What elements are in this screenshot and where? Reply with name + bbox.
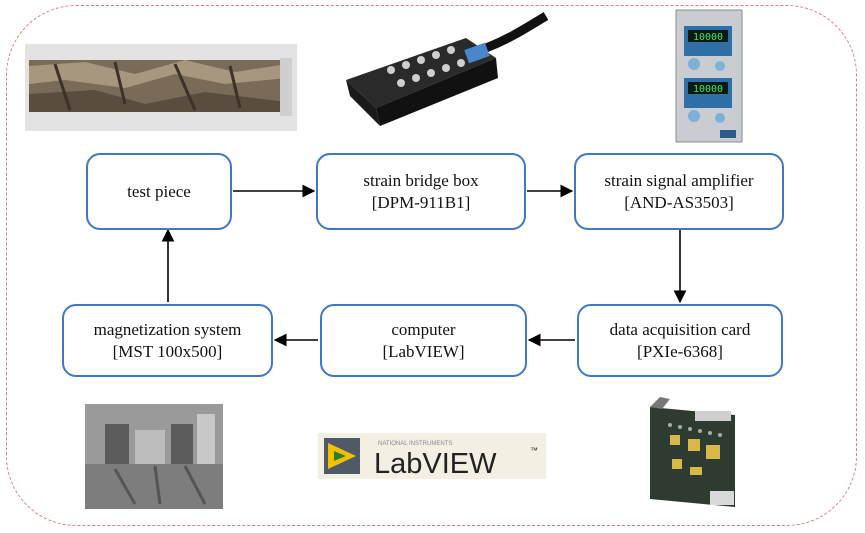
magnetization-system-node: magnetization system [MST 100x500] — [62, 304, 273, 377]
strain-signal-amplifier-node: strain signal amplifier [AND-AS3503] — [574, 153, 784, 230]
computer-node: computer [LabVIEW] — [320, 304, 527, 377]
data-acquisition-card-label: data acquisition card — [609, 319, 751, 339]
strain-bridge-box-model: [DPM-911B1] — [371, 192, 471, 212]
labview-logo-brand: LabVIEW — [374, 448, 497, 479]
amplifier-display-bottom: 10000 — [693, 84, 723, 95]
computer-label: computer — [391, 319, 456, 339]
labview-logo: NATIONAL INSTRUMENTS LabVIEW ™ — [318, 433, 546, 479]
magnetization-system-label: magnetization system — [93, 319, 242, 339]
strain-bridge-box-label: strain bridge box — [363, 170, 479, 190]
daq-card-photo — [640, 395, 745, 515]
strain-signal-amplifier-model: [AND-AS3503] — [624, 192, 734, 212]
magnetization-system-model: [MST 100x500] — [112, 341, 223, 361]
test-piece-box: test piece — [86, 153, 232, 230]
dashed-border-frame — [6, 5, 857, 526]
strain-signal-amplifier-label: strain signal amplifier — [604, 170, 754, 190]
magnetization-system-photo — [85, 404, 223, 509]
data-acquisition-card-node: data acquisition card [PXIe-6368] — [577, 304, 783, 377]
labview-logo-small-text: NATIONAL INSTRUMENTS — [378, 441, 452, 447]
amplifier-display-top: 10000 — [693, 32, 723, 43]
test-piece-label: test piece — [127, 181, 191, 201]
strain-bridge-box-photo — [336, 8, 551, 126]
strain-bridge-box-node: strain bridge box [DPM-911B1] — [316, 153, 526, 230]
labview-logo-tm: ™ — [530, 446, 538, 455]
strain-amplifier-photo: 10000 10000 — [670, 8, 748, 144]
test-piece-photo — [25, 44, 297, 131]
computer-software: [LabVIEW] — [382, 341, 465, 361]
data-acquisition-card-model: [PXIe-6368] — [637, 341, 723, 361]
